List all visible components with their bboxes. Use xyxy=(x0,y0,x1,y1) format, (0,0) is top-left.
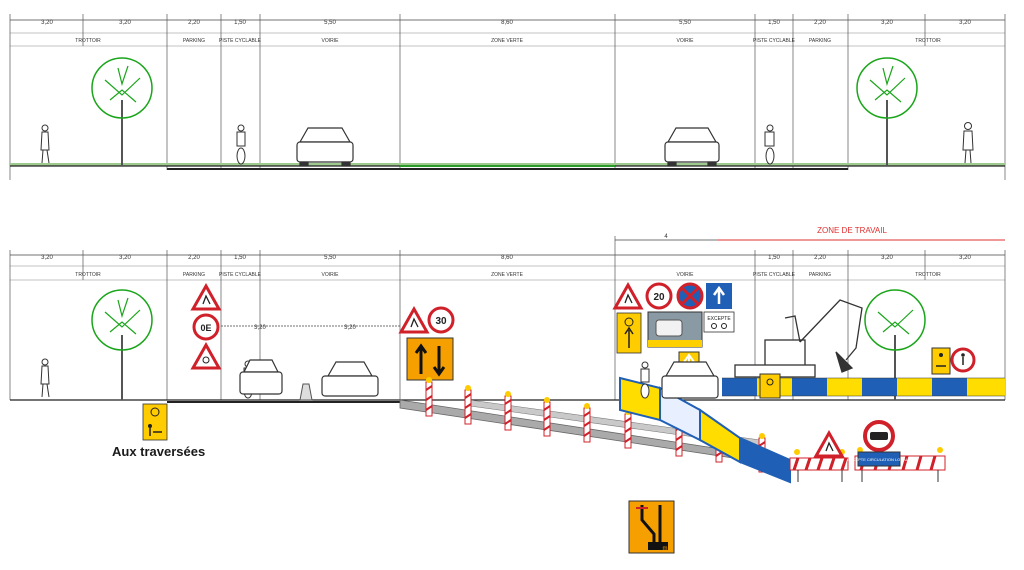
dim-label: 3,20 xyxy=(119,20,131,26)
cyclist-icon xyxy=(236,124,246,165)
dim-label: 5,50 xyxy=(679,20,691,26)
lane-dim-label: 3,20 xyxy=(254,325,266,331)
zone-label: VOIRIE xyxy=(322,272,340,278)
zone-label: TROTTOIR xyxy=(75,272,101,278)
pedestrian-icon xyxy=(962,122,974,164)
top-section: 3,20 3,20 2,20 1,50 5,50 8,60 5,50 1,50 … xyxy=(9,14,1006,180)
pedestrian-detour-sign xyxy=(142,403,168,441)
cyclist-warning-sign xyxy=(190,341,222,370)
caption-traversees: Aux traversées xyxy=(112,444,206,459)
dim-label: 8,60 xyxy=(501,20,513,26)
zone-label: ZONE VERTE xyxy=(491,38,524,44)
cyclist-icon xyxy=(640,361,650,399)
lane-direction-sign xyxy=(406,337,454,381)
lane-merge-sign: m xyxy=(628,500,675,554)
zone-label: TROTTOIR xyxy=(915,38,941,44)
excepte-circulation-plate: EXCEPTE CIRCULATION LOCALE xyxy=(847,451,911,467)
car-icon xyxy=(296,127,354,167)
dim-label: 1,50 xyxy=(234,255,246,261)
zone-label: TROTTOIR xyxy=(75,38,101,44)
zone-label: VOIRIE xyxy=(677,272,695,278)
excepte-circulation-text: EXCEPTE CIRCULATION LOCALE xyxy=(847,457,911,462)
work-zone-label: ZONE DE TRAVAIL xyxy=(817,226,887,235)
construction-fence xyxy=(619,376,791,484)
speed-limit-sign-20: 20 xyxy=(645,282,673,310)
tree-icon xyxy=(856,57,918,166)
excepte-cyclists-plate: EXCEPTE xyxy=(703,311,735,333)
cyclist-lane-sign xyxy=(616,312,642,354)
sign-0e-text: 0E xyxy=(200,323,211,333)
road-photo xyxy=(647,311,703,348)
tree-icon xyxy=(91,289,153,400)
dim-label: 2,20 xyxy=(814,255,826,261)
zone-label: PARKING xyxy=(183,272,205,278)
cyclist-detour-sign xyxy=(759,373,781,399)
zone-label: PISTE CYCLABLE xyxy=(219,38,262,44)
dim-label: 3,20 xyxy=(959,20,971,26)
dim-label: 3,20 xyxy=(881,20,893,26)
speed-20-text: 20 xyxy=(653,292,665,303)
distance-unit: m xyxy=(663,546,668,552)
no-pedestrian-sign xyxy=(950,347,976,373)
zone-label: PARKING xyxy=(809,38,831,44)
pedestrian-icon xyxy=(40,358,50,398)
dim-label: 3,20 xyxy=(881,255,893,261)
zone-label: PARKING xyxy=(809,272,831,278)
dim-label: 3,20 xyxy=(41,255,53,261)
no-vehicles-sign xyxy=(863,420,895,452)
dim-label: 2,20 xyxy=(188,20,200,26)
dim-label: 8,60 xyxy=(501,255,513,261)
work-zone-barrier xyxy=(722,377,1005,397)
cyclist-icon xyxy=(764,124,775,165)
car-icon xyxy=(239,359,283,395)
dim-label: 5,50 xyxy=(324,255,336,261)
zone-label: PARKING xyxy=(183,38,205,44)
zone-label: PISTE CYCLABLE xyxy=(753,38,796,44)
no-parking-sign xyxy=(676,282,704,310)
pedestrian-icon xyxy=(40,124,50,164)
car-icon xyxy=(321,361,379,397)
speed-limit-sign-30: 30 xyxy=(427,306,455,334)
bottom-section: ZONE DE TRAVAIL 4 3,20 3,20 2,20 1,50 xyxy=(9,226,1006,554)
zone-label: VOIRIE xyxy=(677,38,695,44)
dim-label: 2,20 xyxy=(814,20,826,26)
roadworks-warning-sign xyxy=(813,429,845,458)
dim-label: 1,50 xyxy=(768,20,780,26)
cone-icon xyxy=(299,383,313,401)
work-width-label: 4 xyxy=(664,234,668,240)
dim-label: 3,20 xyxy=(119,255,131,261)
lane-dim-label: 3,20 xyxy=(344,325,356,331)
pedestrian-detour-sign xyxy=(931,347,951,375)
excepte-text: EXCEPTE xyxy=(707,316,731,322)
dim-label: 5,50 xyxy=(324,20,336,26)
zone-label: PISTE CYCLABLE xyxy=(219,272,262,278)
dim-label: 2,20 xyxy=(188,255,200,261)
roadworks-warning-sign xyxy=(190,282,222,311)
roadworks-warning-sign xyxy=(398,305,430,334)
car-icon xyxy=(664,127,720,167)
car-icon xyxy=(661,361,719,399)
dim-label: 3,20 xyxy=(41,20,53,26)
one-way-sign xyxy=(706,283,732,309)
roadworks-warning-sign xyxy=(612,281,644,310)
dim-label: 3,20 xyxy=(959,255,971,261)
zone-label: VOIRIE xyxy=(322,38,340,44)
speed-sign-0e: 0E xyxy=(192,313,220,341)
zone-label: PISTE CYCLABLE xyxy=(753,272,796,278)
dim-label: 1,50 xyxy=(768,255,780,261)
tree-icon xyxy=(91,57,153,166)
dim-label: 1,50 xyxy=(234,20,246,26)
zone-label: ZONE VERTE xyxy=(491,272,524,278)
zone-label: TROTTOIR xyxy=(915,272,941,278)
excavator-icon xyxy=(734,299,863,378)
speed-30-text: 30 xyxy=(435,316,447,327)
